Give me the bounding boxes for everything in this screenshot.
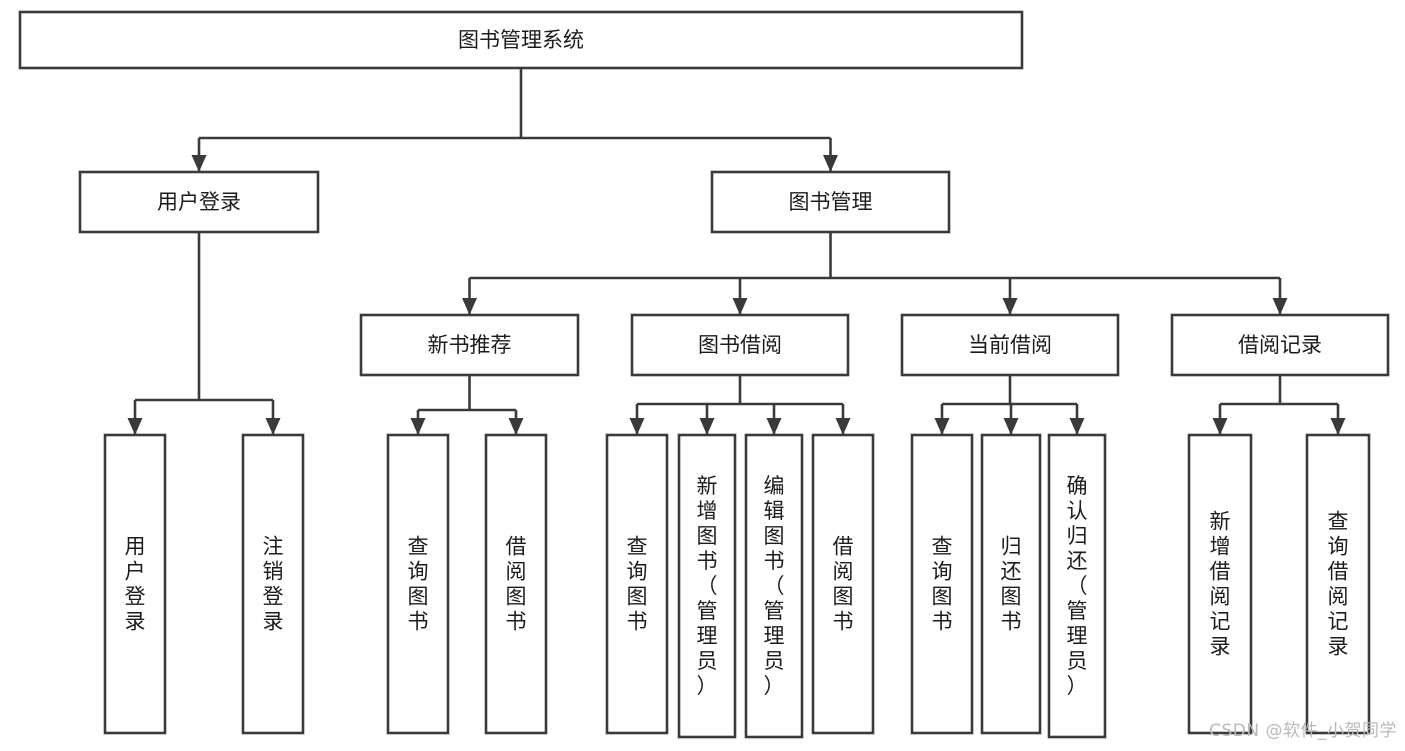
node-leaf-0-rect [103,433,167,735]
node-level3-2[interactable]: 当前借阅 [900,313,1120,377]
node-root[interactable]: 图书管理系统 [18,10,1024,70]
node-leaf-2[interactable]: 查询图书 [386,433,450,735]
node-leaf-6-label: 编辑图书（管理员） [764,474,785,698]
node-leaf-7-label: 借阅图书 [833,535,854,634]
node-leaf-4-rect [605,433,669,735]
node-level3-3-label: 借阅记录 [1238,333,1322,357]
node-level2-0-label: 用户登录 [157,190,241,214]
node-leaf-9-label: 归还图书 [1001,535,1022,634]
node-leaf-9-rect [980,433,1042,735]
node-level3-0[interactable]: 新书推荐 [359,313,580,377]
arrow-head-icon [1069,418,1085,435]
node-level3-1-rect [630,313,850,377]
connectors-layer [127,68,1346,435]
node-leaf-2-rect [386,433,450,735]
node-leaf-1-rect [241,433,305,735]
node-leaf-5[interactable]: 新增图书（管理员） [677,433,737,739]
node-leaf-3-rect [484,433,548,735]
node-leaf-11-label: 新增借阅记录 [1210,510,1231,659]
node-level3-2-label: 当前借阅 [968,333,1052,357]
node-leaf-8-label: 查询图书 [932,535,953,634]
node-leaf-6-rect [744,433,804,739]
node-leaf-1[interactable]: 注销登录 [241,433,305,735]
arrow-head-icon [1002,298,1018,315]
node-leaf-10-rect [1047,433,1107,739]
node-level2-0[interactable]: 用户登录 [78,170,320,234]
node-leaf-8[interactable]: 查询图书 [910,433,974,735]
node-leaf-11[interactable]: 新增借阅记录 [1187,433,1253,735]
arrow-head-icon [1212,418,1228,435]
arrow-head-icon [410,418,426,435]
node-root-label: 图书管理系统 [458,28,584,52]
node-leaf-0[interactable]: 用户登录 [103,433,167,735]
node-leaf-0-label: 用户登录 [125,535,146,634]
node-leaf-1-label: 注销登录 [263,535,284,634]
node-leaf-2-label: 查询图书 [408,535,429,634]
node-leaf-7[interactable]: 借阅图书 [811,433,875,735]
node-level3-0-label: 新书推荐 [428,333,512,357]
arrow-head-icon [1272,298,1288,315]
node-leaf-12-label: 查询借阅记录 [1328,510,1349,659]
node-root-rect [18,10,1024,70]
node-level3-2-rect [900,313,1120,377]
node-level2-1-rect [710,170,951,234]
node-leaf-5-label: 新增图书（管理员） [697,474,718,698]
node-level2-1-label: 图书管理 [789,190,873,214]
node-level3-0-rect [359,313,580,377]
arrow-head-icon [127,418,143,435]
arrow-head-icon [732,298,748,315]
arrow-head-icon [699,418,715,435]
arrow-head-icon [265,418,281,435]
node-leaf-12-rect [1305,433,1371,735]
node-leaf-6[interactable]: 编辑图书（管理员） [744,433,804,739]
node-level2-1[interactable]: 图书管理 [710,170,951,234]
arrow-head-icon [823,155,838,172]
arrow-head-icon [462,298,477,315]
arrow-head-icon [835,418,851,435]
node-leaf-12[interactable]: 查询借阅记录 [1305,433,1371,735]
node-leaf-9[interactable]: 归还图书 [980,433,1042,735]
arrow-head-icon [191,155,207,172]
node-leaf-5-rect [677,433,737,739]
arrow-head-icon [766,418,782,435]
nodes-layer: 图书管理系统用户登录图书管理新书推荐图书借阅当前借阅借阅记录用户登录注销登录查询… [18,10,1390,739]
node-level3-3-rect [1170,313,1390,377]
node-leaf-4-label: 查询图书 [627,535,648,634]
node-leaf-10[interactable]: 确认归还（管理员） [1047,433,1107,739]
arrow-head-icon [508,418,524,435]
node-leaf-4[interactable]: 查询图书 [605,433,669,735]
node-leaf-3-label: 借阅图书 [506,535,527,634]
arrow-head-icon [934,418,950,435]
node-leaf-11-rect [1187,433,1253,735]
node-leaf-10-label: 确认归还（管理员） [1067,474,1088,698]
node-leaf-8-rect [910,433,974,735]
node-level3-1-label: 图书借阅 [698,333,782,357]
node-leaf-7-rect [811,433,875,735]
node-level2-0-rect [78,170,320,234]
arrow-head-icon [629,418,645,435]
arrow-head-icon [1003,418,1019,435]
arrow-head-icon [1330,418,1346,435]
node-level3-3[interactable]: 借阅记录 [1170,313,1390,377]
node-level3-1[interactable]: 图书借阅 [630,313,850,377]
node-leaf-3[interactable]: 借阅图书 [484,433,548,735]
